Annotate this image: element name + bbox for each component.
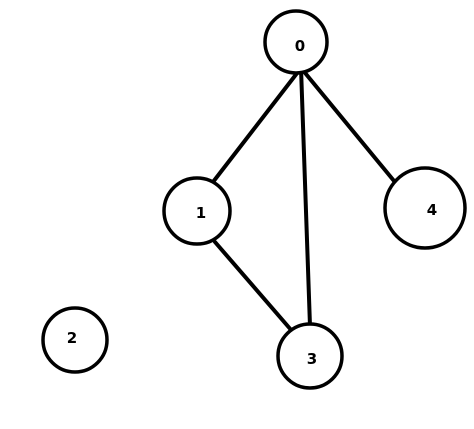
edges-layer xyxy=(211,66,401,333)
node-2: 2 xyxy=(41,306,109,374)
node-label: 0 xyxy=(295,37,305,55)
node-label: 4 xyxy=(427,201,437,219)
node-0: 0 xyxy=(263,9,329,75)
node-circle xyxy=(162,176,232,246)
node-1: 1 xyxy=(162,176,232,246)
edge-0-1 xyxy=(211,66,303,184)
node-label: 1 xyxy=(196,204,206,222)
edge-0-3 xyxy=(299,66,312,328)
node-4: 4 xyxy=(383,166,467,250)
node-label: 3 xyxy=(307,350,317,368)
node-circle xyxy=(41,306,109,374)
nodes-layer: 0 1 2 3 4 xyxy=(41,9,467,390)
node-circle xyxy=(276,322,344,390)
node-label: 2 xyxy=(67,329,77,347)
node-3: 3 xyxy=(276,322,344,390)
edge-0-4 xyxy=(299,66,401,189)
edge-1-3 xyxy=(213,240,294,333)
node-circle xyxy=(383,166,467,250)
node-circle xyxy=(263,9,329,75)
